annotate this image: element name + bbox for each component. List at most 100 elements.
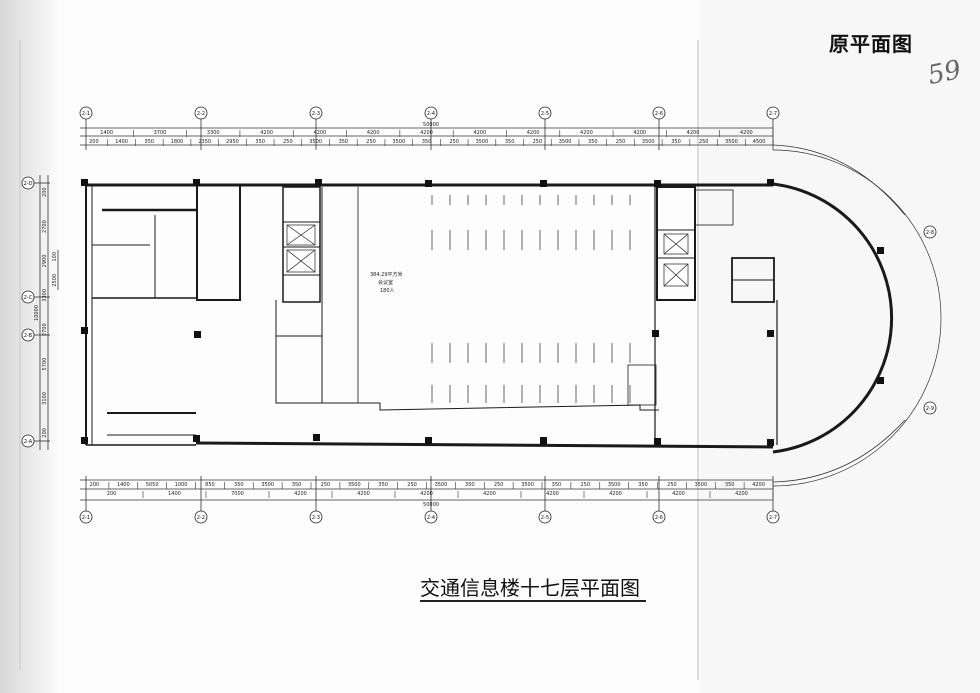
dimension-value: 3500 <box>642 139 655 145</box>
axis-label: 2-2 <box>197 515 205 521</box>
axis-label: 2-5 <box>541 111 549 117</box>
axis-bubbles: 2-12-12-22-22-32-32-42-42-52-52-62-62-72… <box>21 106 937 524</box>
column <box>81 437 88 444</box>
dimension-value: 3500 <box>348 482 361 488</box>
axis-bubble-left: 2-B <box>21 328 35 342</box>
column <box>313 434 320 441</box>
axis-bubble-top: 2-5 <box>538 106 552 120</box>
dimension-value: 250 <box>699 139 709 145</box>
dimension-value: 200 <box>90 482 100 488</box>
dimension-value: 3100 <box>42 392 48 405</box>
dimension-value: 4200 <box>527 130 540 136</box>
column <box>767 330 774 337</box>
dimension-value: 1400 <box>117 482 130 488</box>
scan-shadow <box>0 0 60 693</box>
column <box>81 327 88 334</box>
dimension-value: 350 <box>465 482 475 488</box>
column <box>81 179 88 186</box>
dimension-value: 250 <box>533 139 543 145</box>
dimension-value: 100 <box>52 252 58 262</box>
axis-label: 2-A <box>24 439 33 445</box>
dimension-value: 200 <box>89 139 99 145</box>
axis-bubble-bottom: 2-6 <box>652 510 666 524</box>
dimension-value: 200 <box>107 491 117 497</box>
axis-bubble-top: 2-3 <box>309 106 323 120</box>
axis-bubble-arc: 2-9 <box>923 401 937 415</box>
axis-label: 2-9 <box>926 406 934 412</box>
dimension-value: 5050 <box>146 482 159 488</box>
axis-bubble-left: 2-C <box>21 290 35 304</box>
dimension-value: 350 <box>339 139 349 145</box>
dimension-value: 4200 <box>314 130 327 136</box>
axis-label: 2-4 <box>427 515 435 521</box>
dimension-value: 2700 <box>42 323 48 336</box>
dimension-value: 4200 <box>367 130 380 136</box>
axis-lines <box>34 119 774 511</box>
dimension-value: 3500 <box>309 139 322 145</box>
axis-bubble-bottom: 2-7 <box>766 510 780 524</box>
axis-bubble-bottom: 2-2 <box>194 510 208 524</box>
column <box>193 179 200 186</box>
dimension-value: 350 <box>378 482 388 488</box>
axis-label: 2-6 <box>655 111 663 117</box>
dimension-value: 250 <box>667 482 677 488</box>
dimension-value: 4200 <box>580 130 593 136</box>
dimension-value: 350 <box>234 482 244 488</box>
dimension-value: 3500 <box>694 482 707 488</box>
dimension-value: 1400 <box>100 130 113 136</box>
dimension-value: 4200 <box>357 491 370 497</box>
dimension-value: 850 <box>205 482 215 488</box>
axis-bubble-top: 2-2 <box>194 106 208 120</box>
dimension-value: 350 <box>638 482 648 488</box>
dimension-overall: 50000 <box>423 122 439 128</box>
dimension-value: 3500 <box>559 139 572 145</box>
dimension-overall: 50000 <box>423 502 439 508</box>
walls <box>85 182 894 454</box>
axis-label: 2-7 <box>769 515 777 521</box>
dimension-value: 4200 <box>740 130 753 136</box>
dimension-value: 4200 <box>260 130 273 136</box>
column <box>315 179 322 186</box>
dimension-value: 200 <box>42 187 48 197</box>
dimension-value: 250 <box>449 139 459 145</box>
axis-label: 2-6 <box>655 515 663 521</box>
dimension-value: 350 <box>145 139 155 145</box>
dimension-value: 4500 <box>753 139 766 145</box>
scan-page-fold <box>700 0 980 693</box>
dimension-value: 1000 <box>175 482 188 488</box>
dimension-value: 350 <box>725 482 735 488</box>
column <box>877 377 884 384</box>
axis-label: 2-3 <box>312 111 320 117</box>
structural-columns <box>81 179 884 446</box>
dimension-value: 350 <box>255 139 265 145</box>
axis-label: 2-4 <box>427 111 435 117</box>
dimension-value: 350 <box>588 139 598 145</box>
dimension-value: 3300 <box>207 130 220 136</box>
dimension-value: 2350 <box>198 139 211 145</box>
axis-label: 2-C <box>24 295 33 301</box>
dimension-value: 3500 <box>521 482 534 488</box>
dimension-value: 2700 <box>42 220 48 233</box>
dimension-value: 4200 <box>672 491 685 497</box>
dimension-texts: 50000 1400 3700 3300 4200 4200 4200 4200 4200 420… <box>34 122 766 508</box>
dimension-value: 200 <box>42 428 48 438</box>
axis-label: 2-B <box>24 333 33 339</box>
dimension-value: 5700 <box>42 358 48 371</box>
dimension-value: 250 <box>494 482 504 488</box>
dimension-value: 4200 <box>420 130 433 136</box>
dimension-value: 250 <box>616 139 626 145</box>
column <box>767 179 774 186</box>
dimension-value: 3700 <box>154 130 167 136</box>
dimension-value: 250 <box>407 482 417 488</box>
column <box>540 180 547 187</box>
meeting-room-seating <box>431 195 631 403</box>
column <box>425 180 432 187</box>
dimension-value: 3500 <box>435 482 448 488</box>
dimension-value: 350 <box>671 139 681 145</box>
column <box>425 437 432 444</box>
dimension-value: 1400 <box>168 491 181 497</box>
axis-label: 2-D <box>24 181 33 187</box>
dimension-value: 4200 <box>687 130 700 136</box>
dimension-value: 4200 <box>752 482 765 488</box>
